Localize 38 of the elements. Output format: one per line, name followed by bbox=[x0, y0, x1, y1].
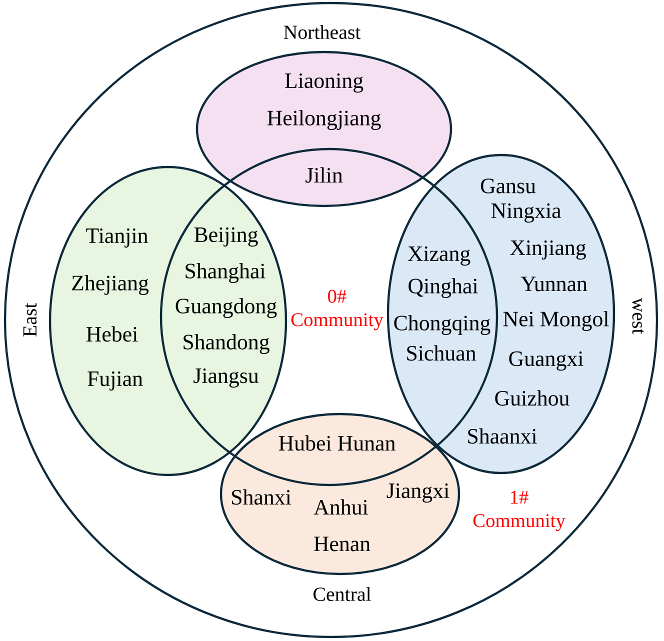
province-name: Heilongjiang bbox=[267, 110, 381, 130]
province-name: Hubei Hunan bbox=[278, 435, 396, 451]
region-label: west bbox=[632, 298, 644, 334]
province-name: Guangxi bbox=[509, 351, 584, 371]
province-name: Xizang bbox=[408, 246, 470, 266]
province-name: Henan bbox=[314, 536, 370, 552]
community-label: 1# Community bbox=[473, 490, 566, 532]
province-name: Fujian bbox=[88, 371, 143, 391]
community-label: 0# Community bbox=[291, 290, 384, 330]
province-name: Guangdong bbox=[176, 298, 277, 318]
region-ellipse bbox=[196, 50, 452, 208]
province-name: Shaanxi bbox=[468, 428, 537, 444]
province-name: Beijing bbox=[194, 227, 258, 247]
province-name: Liaoning bbox=[285, 73, 364, 93]
province-name: Zhejiang bbox=[72, 275, 149, 295]
province-name: Qinghai bbox=[408, 278, 478, 298]
province-name: Yunnan bbox=[520, 276, 588, 292]
province-name: Sichuan bbox=[407, 345, 476, 361]
province-name: Tianjin bbox=[86, 228, 148, 248]
region-ellipse bbox=[220, 412, 460, 576]
province-name: Ningxia bbox=[491, 203, 562, 223]
province-name: Gansu bbox=[480, 178, 536, 194]
region-label: Northeast bbox=[284, 24, 361, 39]
region-label: Central bbox=[314, 586, 371, 601]
province-name: Nei Mongol bbox=[503, 311, 609, 331]
province-name: Chongqing bbox=[394, 315, 490, 335]
province-name: Hebei bbox=[86, 326, 138, 342]
province-name: Shanghai bbox=[186, 263, 266, 283]
province-name: Jiangxi bbox=[386, 483, 450, 503]
province-name: Jilin bbox=[306, 167, 343, 183]
region-label: East bbox=[23, 302, 37, 337]
province-name: Jiangsu bbox=[194, 368, 259, 388]
province-name: Anhui bbox=[314, 499, 368, 515]
province-name: Xinjiang bbox=[510, 240, 586, 260]
province-name: Guizhou bbox=[495, 390, 570, 406]
province-name: Shanxi bbox=[232, 489, 292, 505]
outer-circle bbox=[4, 2, 658, 638]
province-name: Shandong bbox=[184, 334, 270, 354]
